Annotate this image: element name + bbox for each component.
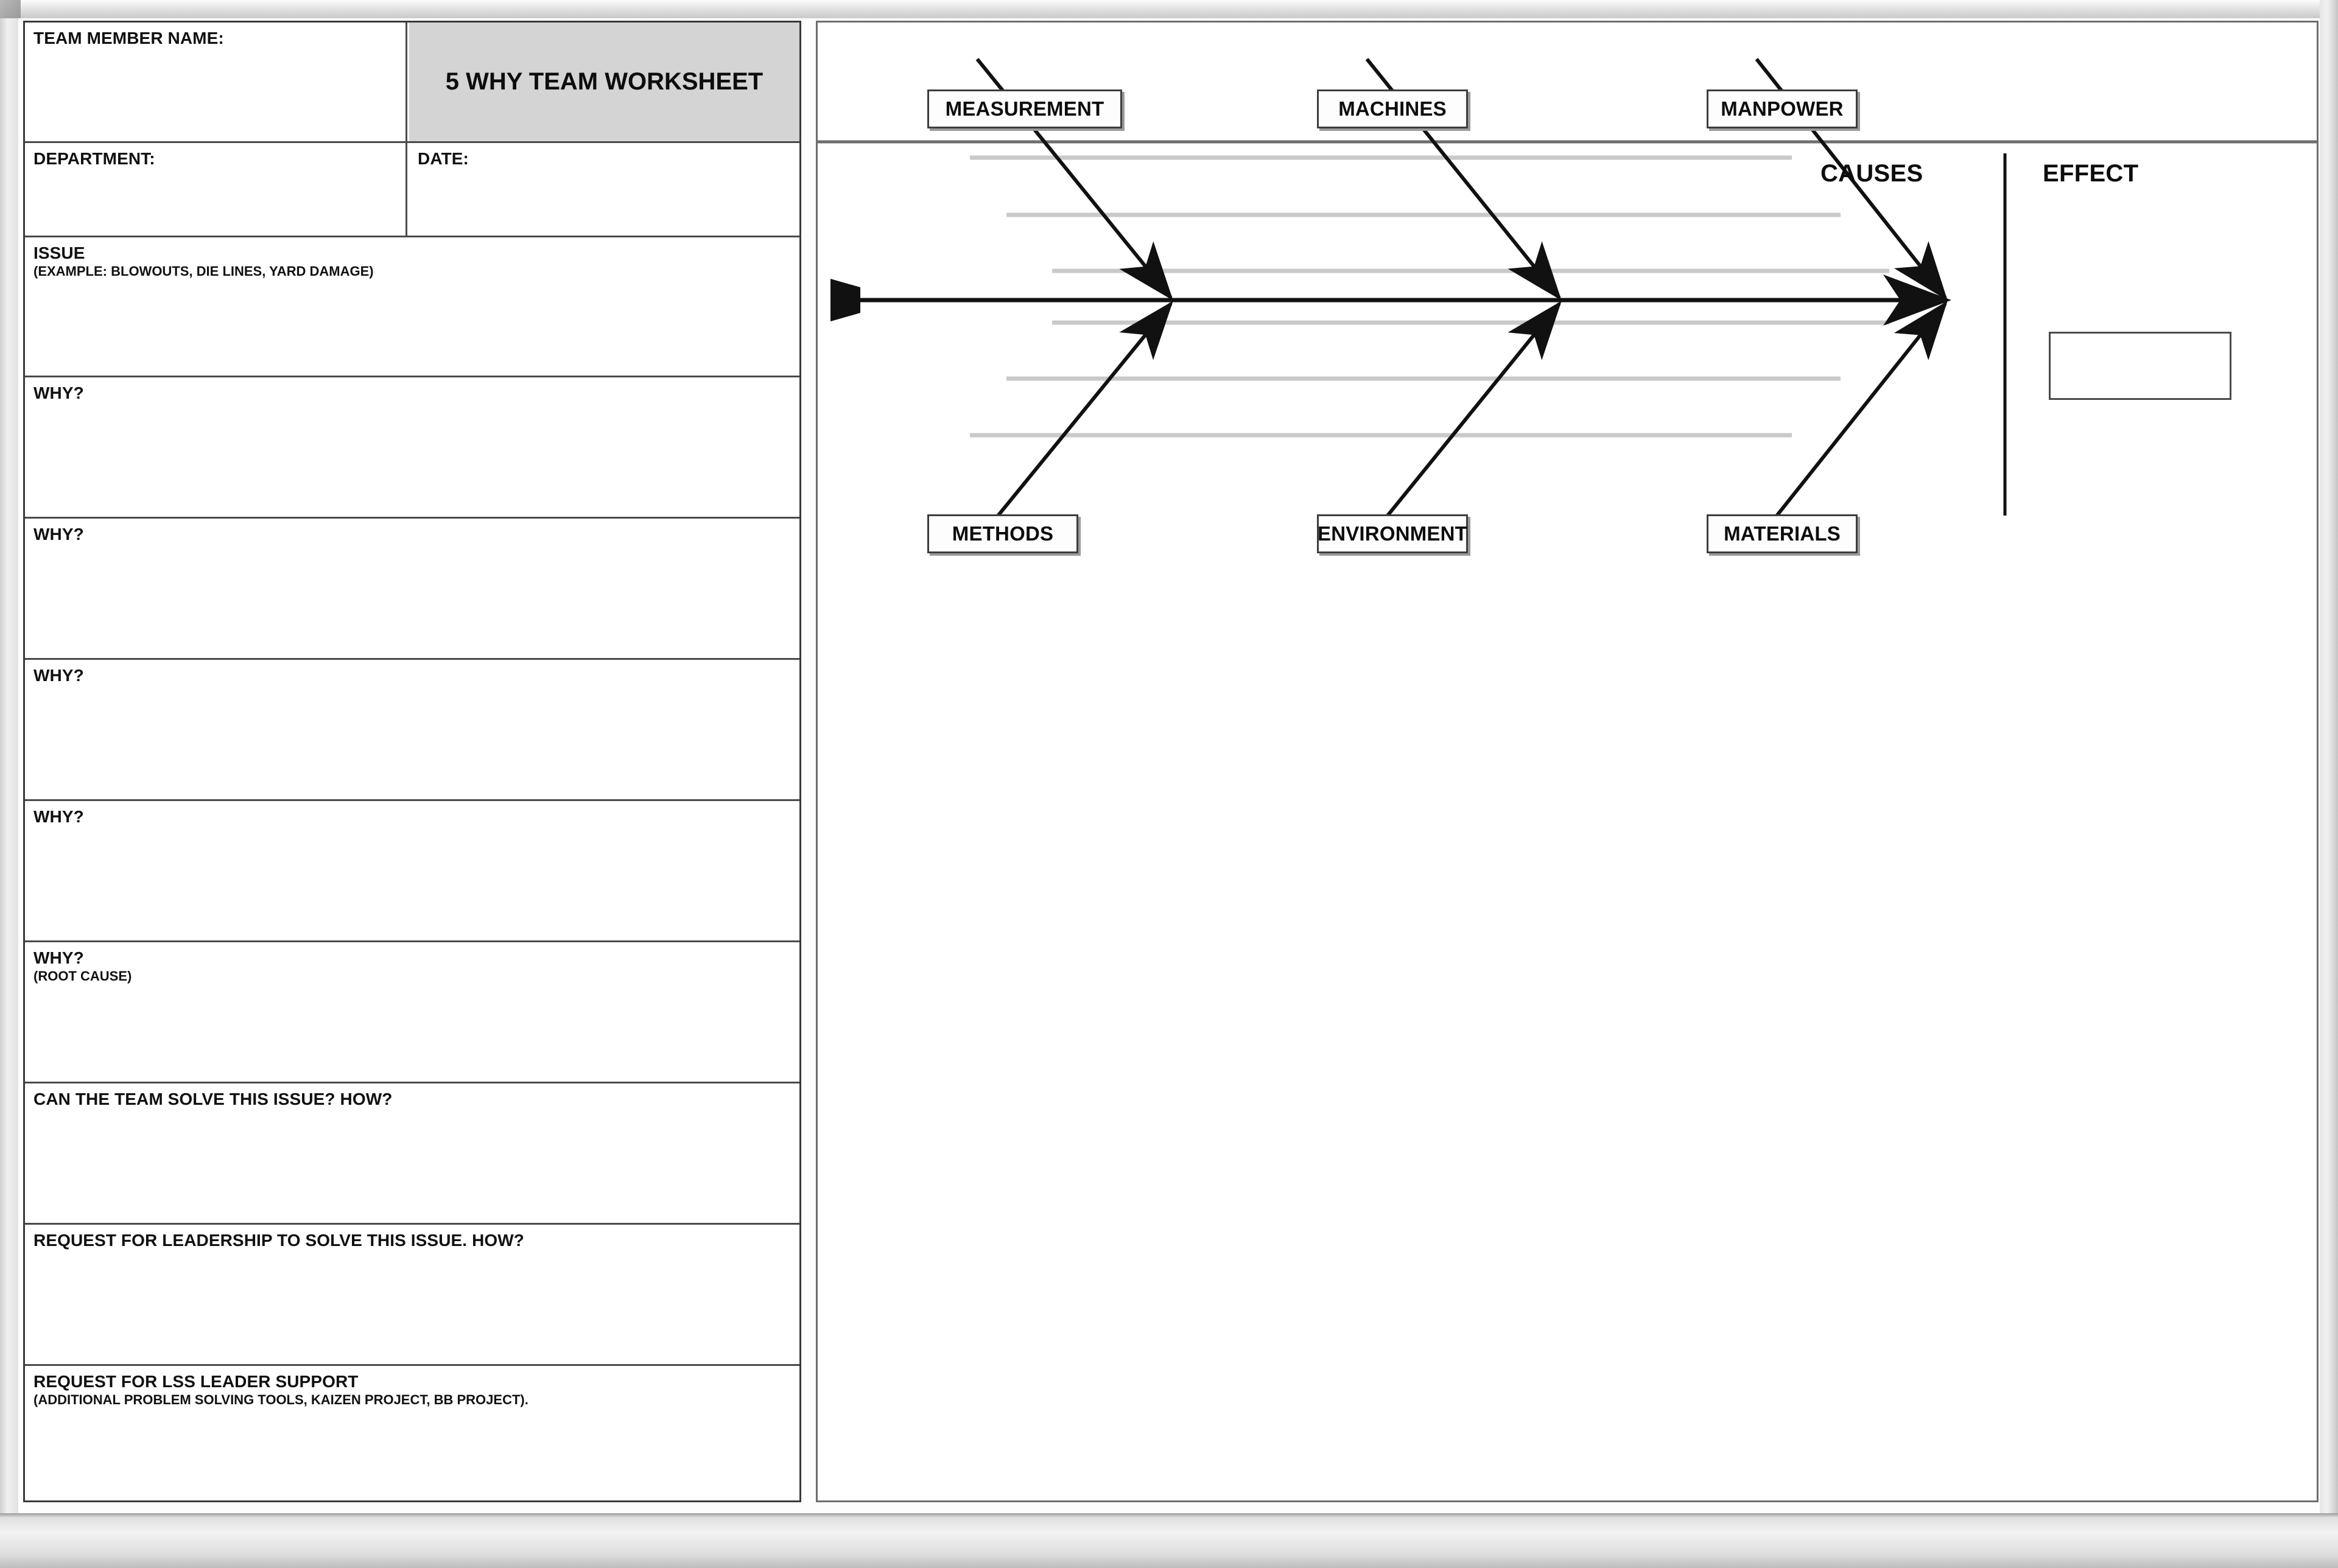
worksheet-title-cell: 5 WHY TEAM WORKSHEET <box>409 23 799 141</box>
section-label: REQUEST FOR LSS LEADER SUPPORT <box>33 1372 359 1391</box>
section-label: WHY? <box>33 525 84 544</box>
section-sublabel: (EXAMPLE: BLOWOUTS, DIE LINES, YARD DAMA… <box>33 264 374 279</box>
section-label: WHY? <box>33 666 84 685</box>
category-label: MANPOWER <box>1721 97 1844 120</box>
category-label: ENVIRONMENT <box>1317 522 1468 545</box>
rib-materials <box>1755 301 1948 542</box>
section-label: CAN THE TEAM SOLVE THIS ISSUE? HOW? <box>33 1090 393 1108</box>
worksheet-section-leadership-request[interactable]: REQUEST FOR LEADERSHIP TO SOLVE THIS ISS… <box>25 1225 799 1366</box>
worksheet-section-issue[interactable]: ISSUE (EXAMPLE: BLOWOUTS, DIE LINES, YAR… <box>25 237 799 377</box>
section-label: ISSUE <box>33 243 85 262</box>
five-why-worksheet-panel: TEAM MEMBER NAME: 5 WHY TEAM WORKSHEET D… <box>23 21 801 1502</box>
category-label: MEASUREMENT <box>945 97 1104 120</box>
frame-top-rail <box>0 0 2338 18</box>
category-box-machines[interactable]: MACHINES <box>1317 89 1468 128</box>
effect-box[interactable] <box>2049 332 2231 400</box>
worksheet-row-dept-date: DEPARTMENT: DATE: <box>25 143 799 237</box>
fishbone-drawing <box>818 58 2317 542</box>
frame-left-rail <box>0 0 18 1568</box>
date-field[interactable]: DATE: <box>409 143 799 236</box>
worksheet-section-team-solve[interactable]: CAN THE TEAM SOLVE THIS ISSUE? HOW? <box>25 1083 799 1225</box>
section-label: REQUEST FOR LEADERSHIP TO SOLVE THIS ISS… <box>33 1231 524 1250</box>
worksheet-section-why-2[interactable]: WHY? <box>25 519 799 660</box>
category-label: MATERIALS <box>1724 522 1841 545</box>
rib-environment <box>1365 301 1562 542</box>
worksheet-section-why-4[interactable]: WHY? <box>25 801 799 942</box>
causes-header: CAUSES <box>1820 160 1923 187</box>
frame-right-rail <box>2320 0 2338 1568</box>
category-label: METHODS <box>952 522 1054 545</box>
section-sublabel: (ADDITIONAL PROBLEM SOLVING TOOLS, KAIZE… <box>33 1392 528 1408</box>
team-member-name-label: TEAM MEMBER NAME: <box>33 29 224 47</box>
worksheet-section-why-1[interactable]: WHY? <box>25 377 799 519</box>
frame-bottom-tray <box>0 1513 2338 1568</box>
worksheet-section-why-3[interactable]: WHY? <box>25 660 799 801</box>
worksheet-section-why-5-root-cause[interactable]: WHY? (ROOT CAUSE) <box>25 942 799 1083</box>
section-label: WHY? <box>33 807 84 826</box>
section-label: WHY? <box>33 948 84 967</box>
fishbone-diagram-panel: CAUSES EFFECT MEASUREMENT MACHINES MANPO… <box>816 21 2319 1502</box>
category-box-environment[interactable]: ENVIRONMENT <box>1317 514 1468 553</box>
page-title: 5 WHY TEAM WORKSHEET <box>445 68 764 96</box>
frame-corner-top-left <box>0 0 21 18</box>
rib-methods <box>975 301 1173 542</box>
worksheet-section-lss-support-request[interactable]: REQUEST FOR LSS LEADER SUPPORT (ADDITION… <box>25 1366 799 1512</box>
date-label: DATE: <box>418 149 469 168</box>
section-label: WHY? <box>33 383 84 402</box>
team-member-name-field[interactable]: TEAM MEMBER NAME: <box>25 23 407 141</box>
section-sublabel: (ROOT CAUSE) <box>33 968 132 984</box>
category-box-methods[interactable]: METHODS <box>927 514 1078 553</box>
category-label: MACHINES <box>1338 97 1447 120</box>
category-box-measurement[interactable]: MEASUREMENT <box>927 89 1122 128</box>
category-box-manpower[interactable]: MANPOWER <box>1707 89 1858 128</box>
category-box-materials[interactable]: MATERIALS <box>1707 514 1858 553</box>
effect-header: EFFECT <box>2043 160 2139 187</box>
department-label: DEPARTMENT: <box>33 149 155 168</box>
subbone-lines-upper <box>970 155 1889 273</box>
department-field[interactable]: DEPARTMENT: <box>25 143 407 236</box>
worksheet-row-header: TEAM MEMBER NAME: 5 WHY TEAM WORKSHEET <box>25 23 799 143</box>
